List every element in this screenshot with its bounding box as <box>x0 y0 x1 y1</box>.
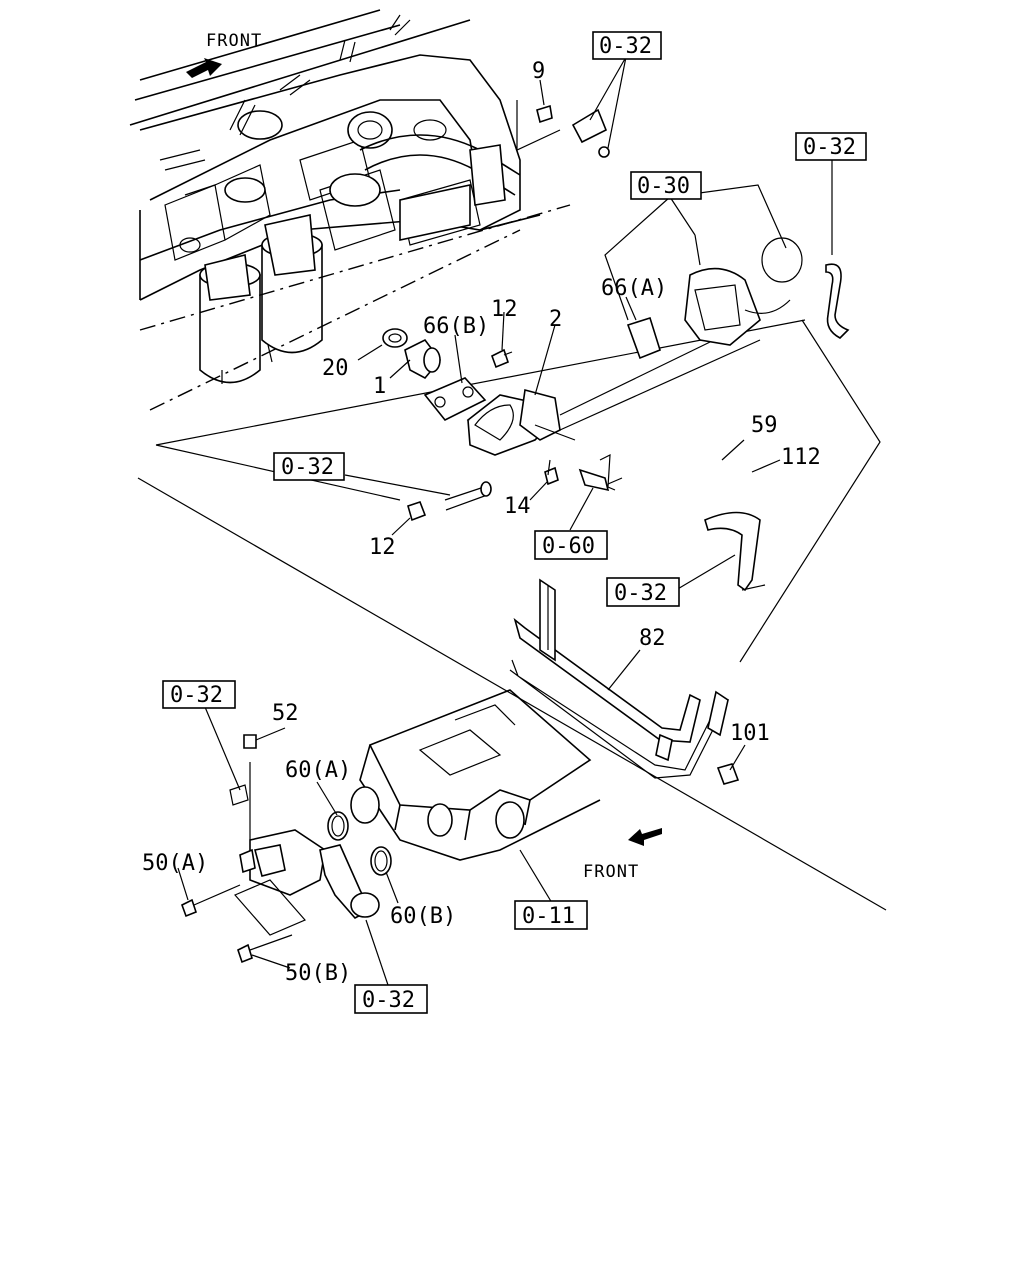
assembly-guide-lines <box>137 100 887 911</box>
part-label-2: 2 <box>549 307 562 332</box>
thermostat-housing-group <box>382 324 761 522</box>
front-arrow-top <box>186 58 222 78</box>
part-label-20: 20 <box>322 356 349 381</box>
part-label-12-upper: 12 <box>491 297 518 322</box>
cylinder-block-drawing <box>350 689 601 861</box>
water-outlet-group <box>181 734 392 964</box>
part-label-101: 101 <box>730 721 770 746</box>
part-label-82: 82 <box>639 626 666 651</box>
coolant-hoses <box>704 263 850 592</box>
part-label-1: 1 <box>373 374 386 399</box>
part-label-50a: 50(A) <box>142 851 208 876</box>
ref-label-r2: 0-32 <box>803 135 856 160</box>
ref-box-r3[interactable]: 0-30 <box>630 171 702 200</box>
part-label-52: 52 <box>272 701 299 726</box>
ref-label-r4: 0-32 <box>281 455 334 480</box>
ref-label-r6: 0-32 <box>614 581 667 606</box>
ref-label-r5: 0-60 <box>542 534 595 559</box>
engine-manifold-drawing <box>129 9 541 384</box>
ref-box-r4[interactable]: 0-32 <box>273 452 345 481</box>
front-label-bottom: FRONT <box>583 862 639 882</box>
ref-label-r1: 0-32 <box>599 34 652 59</box>
small-bolt-9 <box>536 104 610 158</box>
part-label-66a: 66(A) <box>601 276 667 301</box>
ref-box-r7[interactable]: 0-32 <box>162 680 236 709</box>
ref-box-r8[interactable]: 0-11 <box>514 900 588 930</box>
ref-box-r2[interactable]: 0-32 <box>795 132 867 161</box>
front-arrow-bottom <box>628 828 662 846</box>
part-label-60b: 60(B) <box>390 904 456 929</box>
leader-lines <box>177 56 833 986</box>
ref-box-r9[interactable]: 0-32 <box>354 984 428 1014</box>
ref-label-r7: 0-32 <box>170 683 223 708</box>
coolant-pipe-82 <box>509 578 740 785</box>
part-label-60a: 60(A) <box>285 758 351 783</box>
ref-box-r6[interactable]: 0-32 <box>606 577 680 607</box>
ref-label-r8: 0-11 <box>522 904 575 929</box>
part-label-50b: 50(B) <box>285 961 351 986</box>
part-label-14: 14 <box>504 494 531 519</box>
ref-label-r3: 0-30 <box>637 174 690 199</box>
part-label-12-lower: 12 <box>369 535 396 560</box>
ref-box-r5[interactable]: 0-60 <box>534 530 608 560</box>
part-label-9: 9 <box>532 59 545 84</box>
front-label-top: FRONT <box>206 31 262 51</box>
ref-label-r9: 0-32 <box>362 988 415 1013</box>
egr-cooler-group <box>626 237 803 360</box>
part-label-66b: 66(B) <box>423 314 489 339</box>
part-label-112: 112 <box>781 445 821 470</box>
part-label-59: 59 <box>751 413 778 438</box>
ref-box-r1[interactable]: 0-32 <box>592 31 662 60</box>
